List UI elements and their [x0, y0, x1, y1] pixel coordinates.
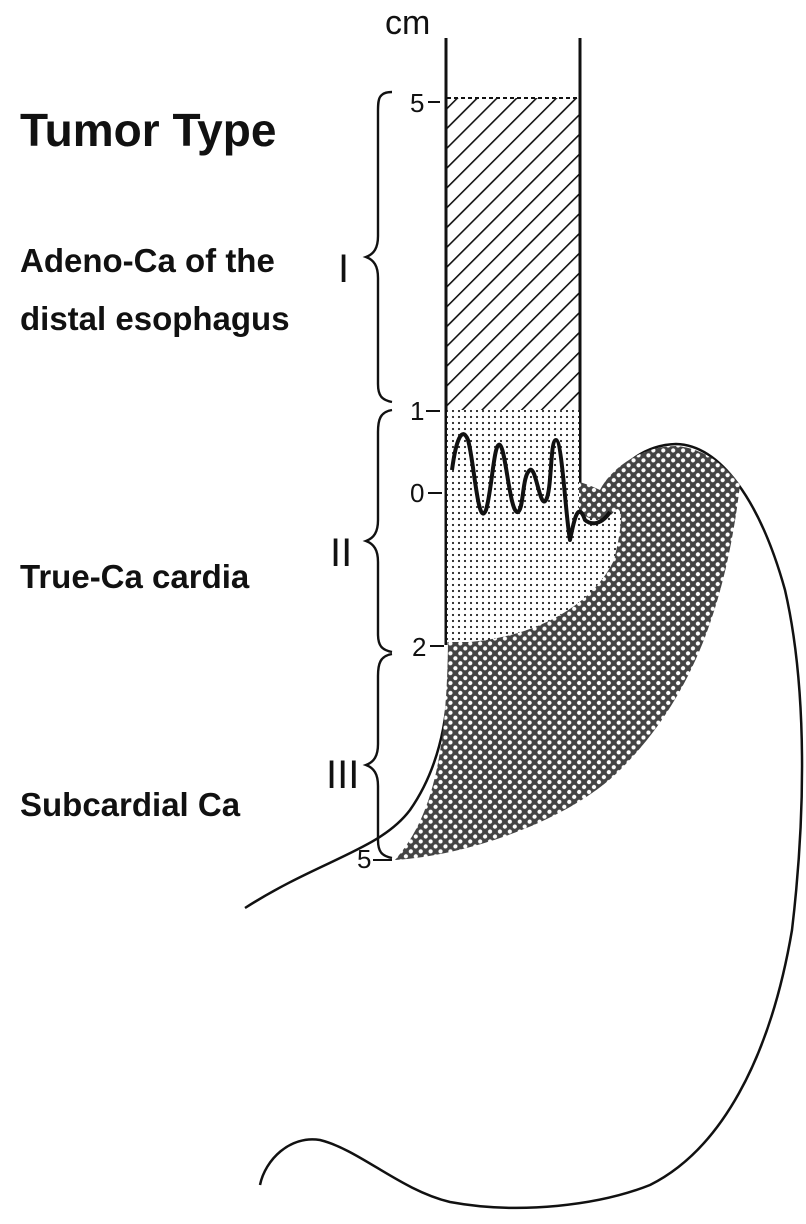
type-ii-name: True-Ca cardia: [20, 558, 250, 595]
brace-type-iii: [366, 654, 392, 858]
numeral-type-iii: III: [326, 753, 359, 797]
type-iii-name: Subcardial Ca: [20, 786, 241, 823]
type-i-name-line1: Adeno-Ca of the: [20, 242, 275, 279]
unit-label: cm: [385, 4, 430, 42]
scale-tick-5-top: 5: [410, 88, 424, 118]
scale-tick-5-bottom: 5: [357, 844, 371, 874]
numeral-type-i: I: [338, 247, 349, 291]
brace-type-i: [366, 92, 392, 402]
scale-tick-1: 1: [410, 396, 424, 426]
diagram-title: Tumor Type: [20, 104, 276, 156]
numeral-type-ii: II: [330, 531, 352, 575]
type-i-hatched-region: [447, 98, 579, 410]
scale-tick-2: 2: [412, 632, 426, 662]
scale-tick-0: 0: [410, 478, 424, 508]
type-i-name-line2: distal esophagus: [20, 300, 290, 337]
brace-type-ii: [366, 410, 392, 652]
